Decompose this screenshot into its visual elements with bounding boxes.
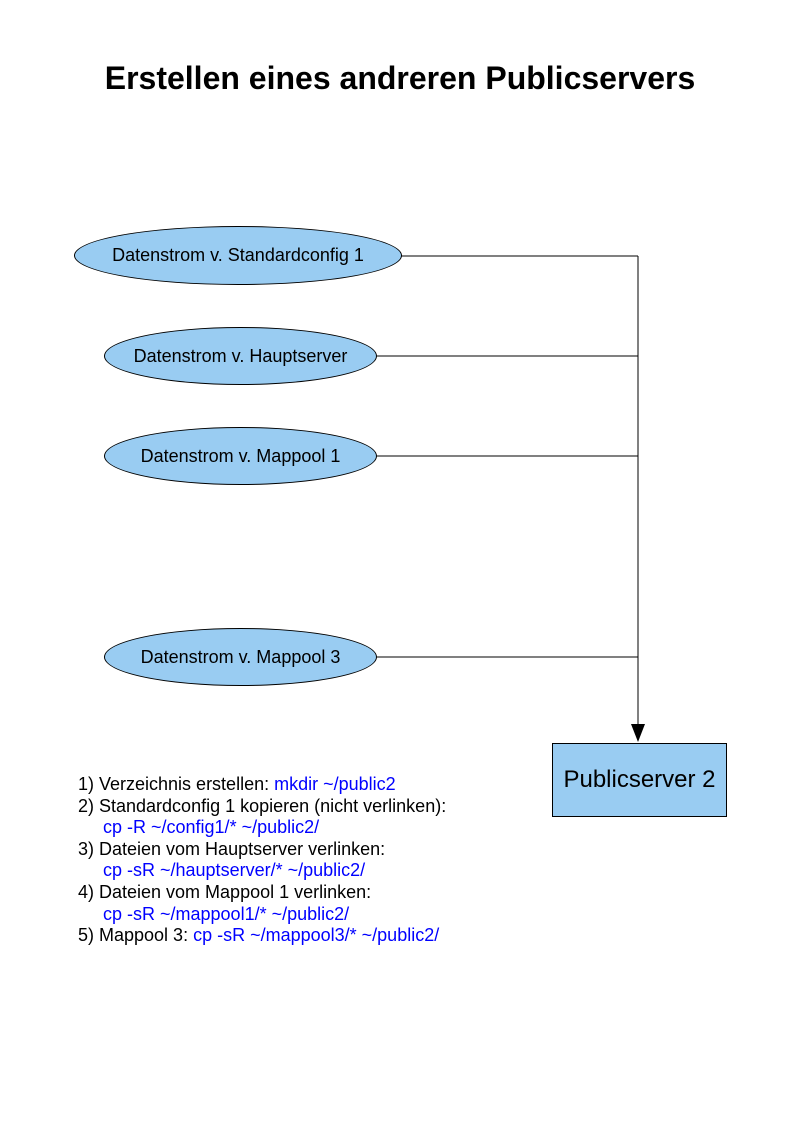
instruction-step-4: 4) Dateien vom Mappool 1 verlinken: — [78, 882, 446, 904]
publicserver2-box: Publicserver 2 — [552, 743, 727, 817]
ellipse-label: Datenstrom v. Standardconfig 1 — [112, 245, 364, 265]
instruction-step-2-command: cp -R ~/config1/* ~/public2/ — [78, 817, 446, 839]
instruction-step-5: 5) Mappool 3: cp -sR ~/mappool3/* ~/publ… — [78, 925, 446, 947]
instruction-list: 1) Verzeichnis erstellen: mkdir ~/public… — [78, 774, 446, 947]
step-text: 3) Dateien vom Hauptserver verlinken: — [78, 838, 386, 859]
step-text: 4) Dateien vom Mappool 1 verlinken: — [78, 881, 372, 902]
step-text: 1) Verzeichnis erstellen: — [78, 774, 275, 794]
step-command: cp -R ~/config1/* ~/public2/ — [103, 817, 320, 838]
instruction-step-1: 1) Verzeichnis erstellen: mkdir ~/public… — [78, 774, 446, 796]
step-command: cp -sR ~/hauptserver/* ~/public2/ — [103, 860, 366, 881]
ellipse-label: Datenstrom v. Hauptserver — [133, 345, 348, 366]
step-command: cp -sR ~/mappool1/* ~/public2/ — [103, 903, 350, 924]
step-command: cp -sR ~/mappool3/* ~/public2/ — [193, 925, 440, 946]
step-text: 2) Standardconfig 1 kopieren (nicht verl… — [78, 795, 447, 816]
instruction-step-2: 2) Standardconfig 1 kopieren (nicht verl… — [78, 796, 446, 818]
publicserver2-label: Publicserver 2 — [563, 766, 716, 793]
step-command: mkdir ~/public2 — [274, 774, 396, 794]
page-title: Erstellen eines andreren Publicservers — [104, 60, 696, 96]
ellipse-datenstrom-hauptserver: Datenstrom v. Hauptserver — [104, 327, 377, 385]
instruction-step-3-command: cp -sR ~/hauptserver/* ~/public2/ — [78, 860, 446, 882]
ellipse-datenstrom-standardconfig: Datenstrom v. Standardconfig 1 — [74, 226, 402, 285]
arrowhead-icon — [631, 724, 645, 742]
instruction-step-4-command: cp -sR ~/mappool1/* ~/public2/ — [78, 904, 446, 926]
ellipse-datenstrom-mappool3: Datenstrom v. Mappool 3 — [104, 628, 377, 686]
ellipse-label: Datenstrom v. Mappool 1 — [140, 445, 341, 466]
ellipse-label: Datenstrom v. Mappool 3 — [140, 646, 341, 667]
step-text: 5) Mappool 3: — [78, 925, 194, 946]
ellipse-datenstrom-mappool1: Datenstrom v. Mappool 1 — [104, 427, 377, 485]
instruction-step-3: 3) Dateien vom Hauptserver verlinken: — [78, 839, 446, 861]
